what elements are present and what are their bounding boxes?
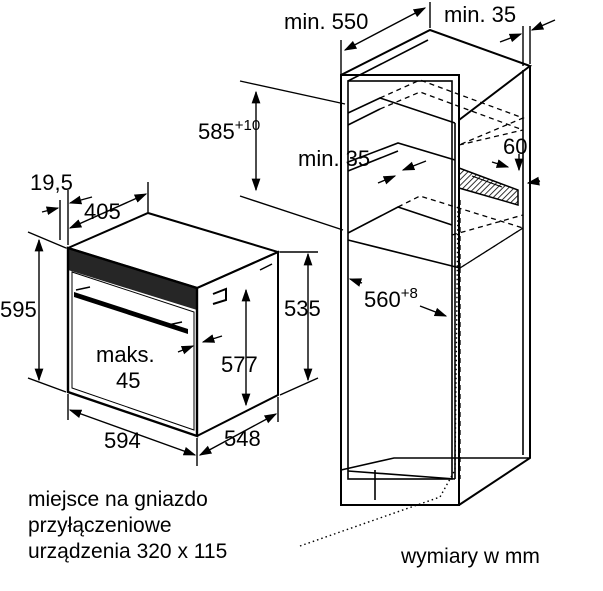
ext-585-bottom bbox=[239, 195, 344, 231]
oven-side bbox=[196, 250, 279, 437]
note-socket-line1: miejsce na gniazdo bbox=[28, 488, 208, 511]
dimension-labels: min. 550 min. 35 585+10 min. 35 60 560+8… bbox=[0, 2, 527, 453]
label-niche-width-tol: +8 bbox=[401, 285, 418, 302]
dim-560-a bbox=[348, 278, 363, 287]
dim-35-vent-b bbox=[401, 160, 427, 171]
cabinet-front-inner bbox=[347, 80, 453, 480]
shelf-vent bbox=[347, 142, 456, 163]
label-oven-depth: 548 bbox=[224, 426, 261, 451]
label-niche-width: 560+8 bbox=[364, 285, 418, 312]
dim-560-b bbox=[419, 305, 448, 317]
dim-35-side-a bbox=[499, 33, 523, 43]
dim-35-side-b bbox=[530, 19, 556, 31]
dim-594 bbox=[68, 409, 197, 456]
dim-35-vent-a bbox=[377, 175, 397, 185]
shelf-oven-top bbox=[347, 206, 453, 234]
label-vent-height: 60 bbox=[503, 134, 527, 159]
oven-mount-bracket bbox=[212, 287, 227, 305]
oven-side-detail bbox=[259, 263, 273, 271]
label-oven-height: 595 bbox=[0, 297, 37, 322]
dim-45-a bbox=[177, 345, 195, 355]
label-handle-depth-value: 45 bbox=[116, 368, 140, 393]
dimension-lines bbox=[27, 2, 556, 466]
label-niche-height-base: 585 bbox=[198, 119, 235, 144]
label-oven-inner-height: 577 bbox=[221, 352, 258, 377]
label-top-depth: 405 bbox=[84, 199, 121, 224]
notes: miejsce na gniazdo przyłączeniowe urządz… bbox=[28, 488, 540, 568]
dim-548 bbox=[198, 413, 278, 456]
label-oven-body-height: 535 bbox=[284, 296, 321, 321]
note-socket-line3: urządzenia 320 x 115 bbox=[28, 540, 227, 563]
dim-550 bbox=[343, 7, 427, 51]
dim-45-b bbox=[201, 334, 223, 343]
oven-handle-bracket-left bbox=[75, 286, 91, 291]
dim-60-leader bbox=[491, 159, 510, 168]
oven-control-panel bbox=[68, 248, 197, 310]
ext-585-top bbox=[239, 80, 346, 105]
label-cabinet-depth: min. 550 bbox=[284, 9, 368, 34]
cabinet-top bbox=[340, 28, 533, 121]
ext-595-top bbox=[27, 231, 67, 249]
label-cabinet-side-gap: min. 35 bbox=[444, 2, 516, 27]
vent-strip bbox=[458, 166, 519, 206]
vent-strip-hole bbox=[471, 175, 503, 188]
oven-drawing bbox=[65, 211, 281, 438]
shelf-top bbox=[347, 97, 456, 124]
label-vent-gap: min. 35 bbox=[298, 146, 370, 171]
cabinet-side bbox=[458, 66, 531, 506]
socket-leader bbox=[299, 204, 459, 547]
dim-195-a bbox=[41, 206, 60, 216]
bottom-shelf bbox=[347, 470, 456, 480]
label-niche-height-tol: +10 bbox=[235, 117, 260, 134]
cabinet-front-outer bbox=[340, 74, 460, 506]
shelf-vent-edge bbox=[347, 150, 399, 172]
ext-595-bottom bbox=[27, 377, 67, 393]
shelf-top-edge bbox=[347, 108, 381, 126]
label-front-offset: 19,5 bbox=[30, 170, 73, 195]
oven-handle-bracket-right bbox=[167, 321, 183, 326]
label-niche-height: 585+10 bbox=[198, 117, 260, 144]
hidden-lines bbox=[379, 79, 525, 479]
label-niche-width-base: 560 bbox=[364, 287, 401, 312]
cabinet-drawing bbox=[299, 28, 533, 547]
oven-handle bbox=[74, 292, 188, 334]
note-socket-line2: przyłączeniowe bbox=[28, 514, 172, 537]
label-handle-depth-label: maks. bbox=[96, 342, 155, 367]
dim-60-side bbox=[526, 176, 541, 186]
label-oven-width: 594 bbox=[104, 428, 141, 453]
note-units: wymiary w mm bbox=[400, 545, 540, 568]
shelf-oven-front bbox=[347, 239, 461, 269]
dim-405 bbox=[68, 193, 148, 229]
plinth-top bbox=[340, 457, 530, 471]
ext-535-bottom bbox=[279, 377, 319, 396]
